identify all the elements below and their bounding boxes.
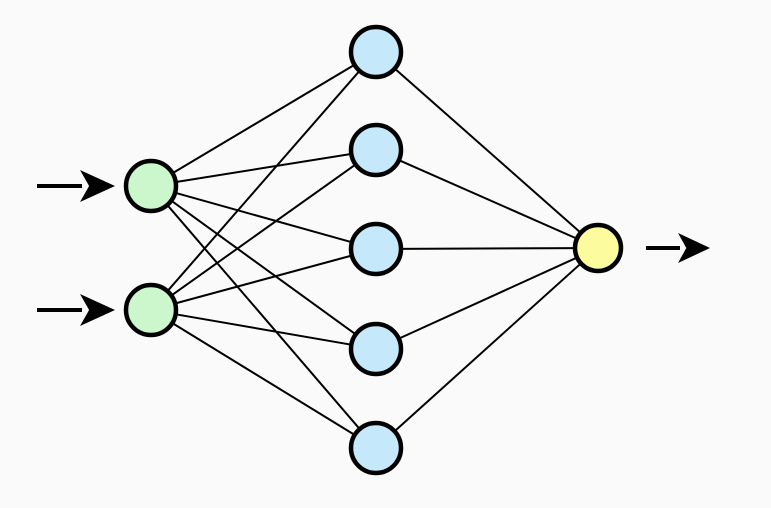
- edge-i2-h1: [165, 68, 362, 294]
- edge-i1-h3: [172, 191, 355, 244]
- edge-i1-h1: [169, 62, 358, 176]
- hidden-node-3[interactable]: [348, 221, 404, 277]
- output-arrow-1-head: [678, 233, 710, 263]
- hidden-node-2[interactable]: [348, 122, 404, 178]
- edge-h2-o1: [396, 158, 580, 241]
- hidden-node-4[interactable]: [348, 321, 404, 377]
- edge-i1-h2: [172, 152, 355, 184]
- io-arrows-group: [37, 170, 710, 326]
- edge-h3-o1: [397, 247, 579, 250]
- input-node-2[interactable]: [123, 282, 179, 338]
- hidden-node-1[interactable]: [348, 24, 404, 80]
- edge-i2-h4: [172, 312, 355, 347]
- edge-i1-h5: [164, 202, 363, 432]
- edge-h1-o1: [392, 66, 584, 236]
- edge-i1-h4: [168, 198, 359, 337]
- hidden-node-5[interactable]: [348, 420, 404, 476]
- input-arrow-1-head: [80, 170, 115, 202]
- input-node-1[interactable]: [123, 158, 179, 214]
- edge-i2-h5: [169, 321, 358, 437]
- edge-i2-h3: [172, 254, 355, 305]
- edge-h4-o1: [395, 255, 580, 341]
- nodes-group: [123, 24, 624, 476]
- edges-group: [164, 62, 584, 437]
- edge-h5-o1: [392, 261, 584, 434]
- input-arrow-2-head: [80, 294, 115, 326]
- edge-i2-h2: [168, 162, 359, 298]
- output-node-1[interactable]: [572, 222, 624, 274]
